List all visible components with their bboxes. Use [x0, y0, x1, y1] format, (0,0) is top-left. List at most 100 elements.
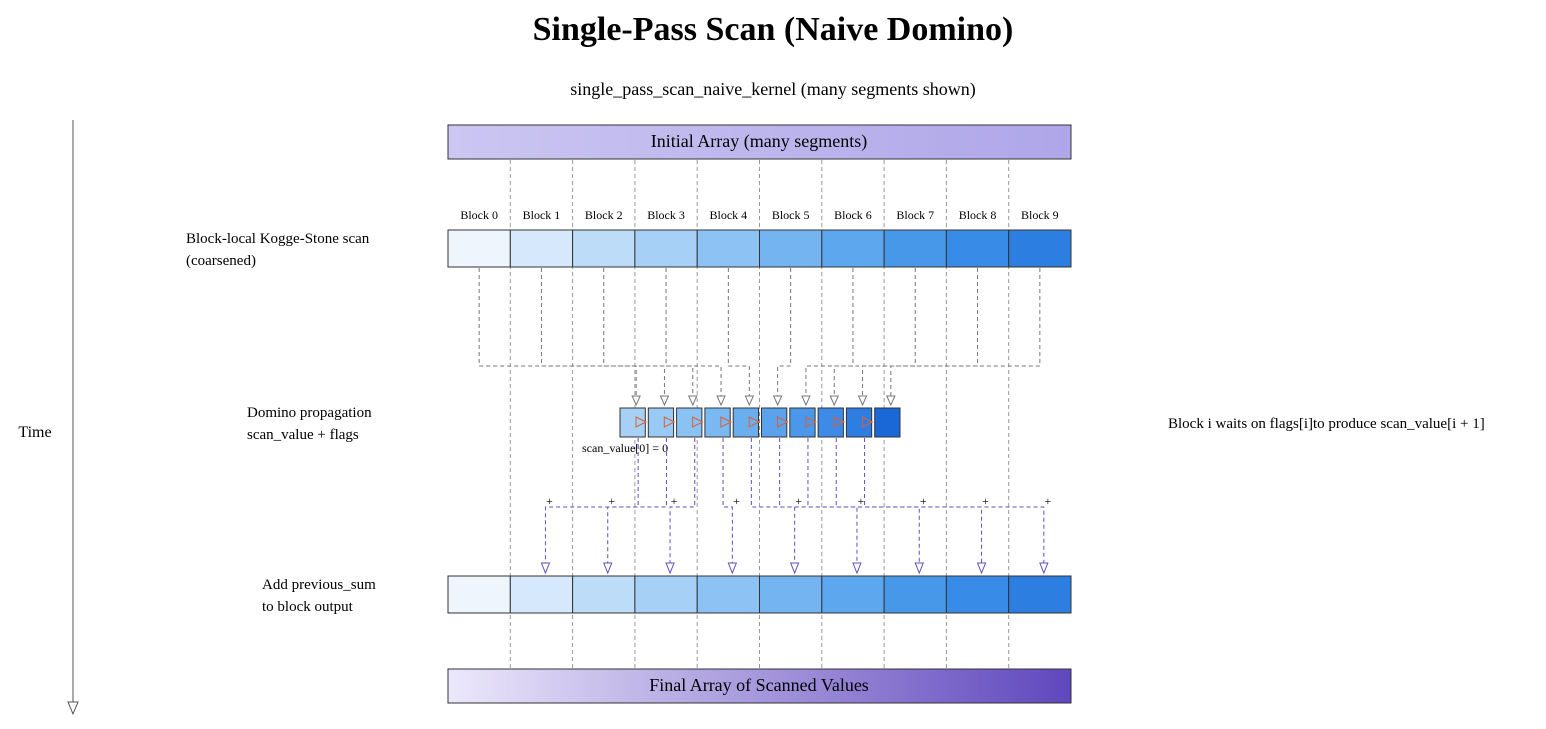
stage3-block — [883, 575, 947, 614]
previous-sum-arrowhead — [789, 562, 800, 575]
previous-sum-connector — [722, 438, 733, 563]
block-label: Block 2 — [585, 208, 623, 222]
stage3-label-line2: to block output — [262, 599, 354, 615]
initial-array-label: Initial Array (many segments) — [651, 131, 867, 152]
domino-cell — [619, 407, 646, 438]
scan-value-init-note: scan_value[0] = 0 — [582, 441, 668, 455]
block-label: Block 8 — [959, 208, 997, 222]
stage1-to-domino-connectors — [478, 268, 1041, 407]
domino-propagation-arrow — [777, 416, 789, 428]
stage1-blocks — [447, 229, 1072, 268]
stage3-block — [759, 575, 823, 614]
domino-propagation-arrow — [861, 416, 874, 428]
block-label: Block 9 — [1021, 208, 1059, 222]
stage3-block — [696, 575, 761, 614]
previous-sum-connector — [750, 438, 796, 563]
block-sum-arrowhead — [829, 395, 840, 407]
previous-sum-connector — [669, 438, 696, 563]
block-sum-connector — [665, 268, 722, 396]
block-sum-connector — [890, 268, 1041, 396]
domino-cell — [676, 407, 703, 438]
plus-sign: + — [546, 494, 553, 508]
stage3-label-line1: Add previous_sum — [262, 577, 376, 593]
block-label: Block 5 — [772, 208, 810, 222]
domino-propagation-arrow — [748, 416, 761, 428]
block-sum-arrowhead — [716, 395, 726, 407]
stage1-block — [447, 229, 511, 268]
plus-sign: + — [795, 494, 802, 508]
domino-cell — [789, 407, 816, 438]
stage1-block — [759, 229, 823, 268]
final-array-bar — [447, 668, 1072, 704]
domino-propagation-arrow — [692, 416, 704, 428]
block-sum-arrowhead — [886, 395, 896, 407]
block-label: Block 7 — [896, 208, 934, 222]
block-sum-connector — [478, 268, 637, 396]
block-sum-arrowhead — [857, 395, 868, 407]
previous-sum-arrowhead — [540, 562, 551, 575]
stage3-blocks — [447, 575, 1072, 614]
block-sum-arrowhead — [687, 395, 698, 407]
page-title: Single-Pass Scan (Naive Domino) — [533, 11, 1014, 48]
previous-sum-connector — [779, 438, 858, 563]
previous-sum-arrowhead — [603, 562, 613, 575]
previous-sum-arrowhead — [914, 562, 924, 575]
stage3-block — [1008, 575, 1072, 614]
time-label: Time — [18, 424, 51, 441]
block-sum-arrowhead — [631, 395, 641, 407]
domino-propagation-arrow — [720, 416, 733, 428]
domino-propagation-arrow — [635, 416, 648, 428]
block-sum-connector — [727, 268, 750, 396]
stage1-label-line1: Block-local Kogge-Stone scan — [186, 231, 370, 247]
domino-cell — [817, 407, 844, 438]
domino-cell — [704, 407, 731, 438]
initial-array-bar — [447, 124, 1072, 160]
stage3-label: Add previous_sum to block output — [262, 577, 380, 615]
plus-sign: + — [982, 494, 989, 508]
domino-propagation-arrow — [663, 416, 676, 428]
block-sum-connector — [805, 268, 854, 396]
block-sum-arrowhead — [659, 395, 670, 407]
stage2-label: Domino propagation scan_value + flags — [247, 405, 375, 443]
stage1-block — [1008, 229, 1072, 268]
stage1-label-line2: (coarsened) — [186, 253, 256, 269]
block-label: Block 4 — [710, 208, 748, 222]
block-label: Block 1 — [523, 208, 561, 222]
domino-cells — [619, 407, 901, 438]
stage3-block — [509, 575, 574, 614]
previous-sum-connector — [544, 438, 639, 563]
stage1-block — [883, 229, 947, 268]
domino-side-note: Block i waits on flags[i]to produce scan… — [1168, 416, 1485, 432]
stage3-block — [447, 575, 511, 614]
plus-sign: + — [920, 494, 927, 508]
block-sum-arrowhead — [744, 395, 755, 407]
domino-cell — [732, 407, 760, 438]
stage3-block — [945, 575, 1010, 614]
domino-propagation-arrow — [805, 416, 817, 428]
block-label: Block 0 — [460, 208, 498, 222]
previous-sum-connector — [607, 438, 667, 563]
stage3-block — [634, 575, 698, 614]
plus-sign: + — [858, 494, 865, 508]
domino-cell — [874, 407, 901, 438]
stage1-block — [945, 229, 1010, 268]
block-sum-arrowhead — [772, 395, 783, 407]
previous-sum-arrowhead — [852, 562, 862, 575]
block-sum-connector — [833, 268, 916, 396]
stage1-block — [572, 229, 636, 268]
previous-sum-arrowhead — [727, 562, 738, 575]
stage1-block — [509, 229, 574, 268]
domino-cell — [845, 407, 873, 438]
plus-sign: + — [733, 494, 740, 508]
plus-sign: + — [671, 494, 678, 508]
plus-sign: + — [608, 494, 615, 508]
block-label: Block 3 — [647, 208, 685, 222]
stage1-block — [634, 229, 698, 268]
block-sum-connector — [862, 268, 979, 396]
stage1-label: Block-local Kogge-Stone scan (coarsened) — [186, 231, 373, 269]
block-labels: Block 0 Block 1 Block 2 Block 3 Block 4 Block… — [460, 208, 1058, 222]
stage3-block — [821, 575, 885, 614]
previous-sum-arrowhead — [976, 562, 987, 575]
previous-sum-arrowhead — [665, 562, 675, 575]
